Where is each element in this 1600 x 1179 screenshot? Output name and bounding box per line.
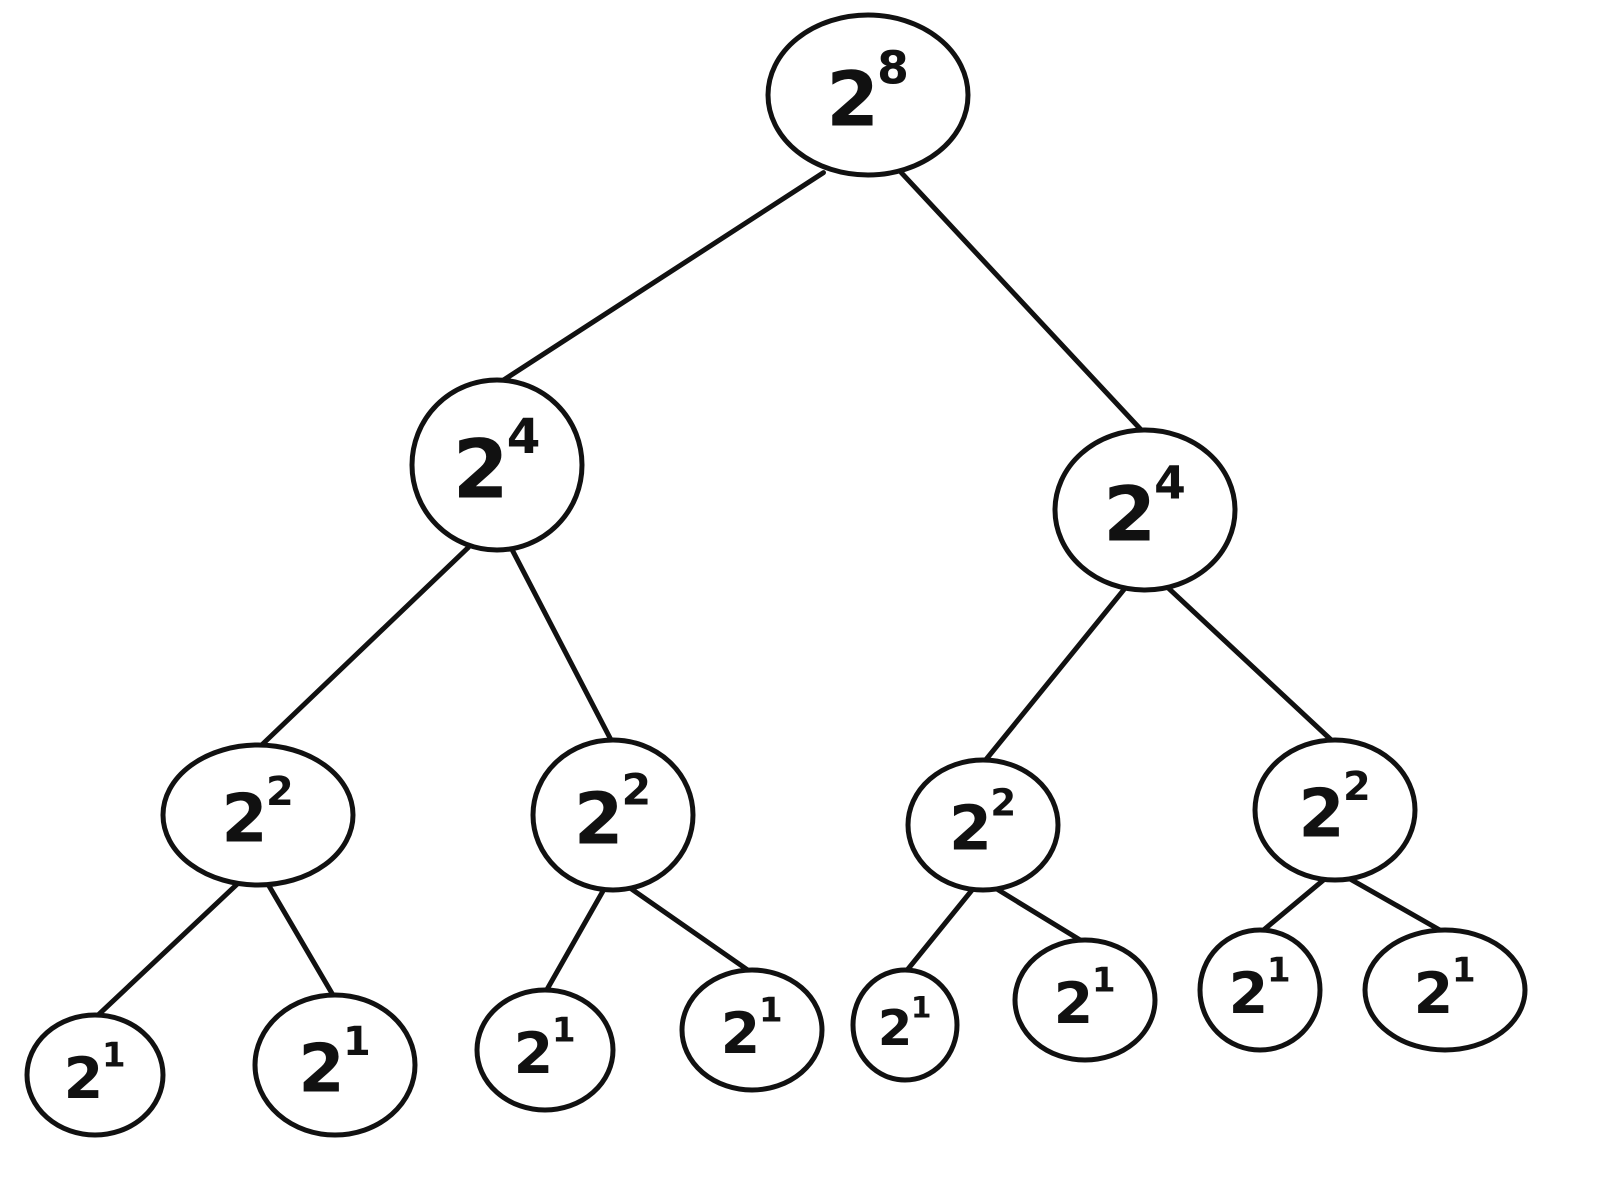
node-base: 2 (298, 1030, 344, 1108)
tree-node-level-1: 24 (409, 377, 585, 553)
node-circle (905, 757, 1061, 893)
node-base: 2 (1054, 971, 1094, 1037)
node-exponent: 1 (1267, 950, 1291, 990)
edge-n2-n6 (1165, 585, 1338, 746)
tree-node-level-2: 22 (160, 742, 356, 888)
node-base: 2 (826, 54, 879, 143)
node-circle (679, 967, 825, 1093)
node-exponent: 1 (1092, 960, 1116, 1000)
edge-n2-n5 (980, 585, 1129, 766)
node-circle (474, 987, 616, 1113)
edge-n0-n2 (898, 170, 1148, 437)
tree-node-level-3: 21 (1362, 927, 1528, 1053)
node-exponent: 2 (990, 782, 1016, 825)
node-base: 2 (721, 1001, 761, 1067)
tree-node-level-1: 24 (1052, 427, 1238, 593)
tree-node-level-3: 21 (1197, 927, 1323, 1053)
node-circle (1197, 927, 1323, 1053)
edge-n0-n1 (494, 170, 826, 387)
node-base: 2 (949, 793, 992, 865)
node-base: 2 (514, 1021, 554, 1087)
node-base: 2 (1414, 961, 1454, 1027)
tree-node-level-3: 21 (474, 987, 616, 1113)
node-exponent: 4 (1154, 457, 1186, 510)
node-exponent: 1 (759, 990, 783, 1030)
edges (92, 170, 1448, 1021)
node-circle (1362, 927, 1528, 1053)
edge-n3-n7 (92, 880, 241, 1021)
node-circle (160, 742, 356, 888)
node-exponent: 2 (266, 769, 294, 815)
node-circle (1012, 937, 1158, 1063)
node-base: 2 (1229, 961, 1269, 1027)
edge-n5-n11 (902, 885, 977, 976)
node-exponent: 1 (1452, 950, 1476, 990)
node-exponent: 2 (622, 765, 652, 815)
node-base: 2 (1298, 775, 1344, 853)
node-base: 2 (574, 778, 624, 861)
node-circle (1052, 427, 1238, 593)
node-circle (530, 737, 696, 893)
node-exponent: 1 (102, 1035, 126, 1075)
tree-node-level-3: 21 (252, 992, 418, 1138)
node-exponent: 4 (507, 409, 541, 465)
node-base: 2 (221, 780, 267, 858)
node-exponent: 1 (343, 1019, 371, 1065)
edge-n6-n13 (1257, 875, 1329, 936)
tree-node-level-2: 22 (1252, 737, 1418, 883)
node-circle (409, 377, 585, 553)
edge-n1-n4 (508, 544, 616, 747)
node-exponent: 8 (877, 42, 909, 95)
tree-node-level-2: 22 (905, 757, 1061, 893)
tree-node-level-3: 21 (679, 967, 825, 1093)
node-circle (24, 1012, 166, 1138)
node-exponent: 1 (552, 1010, 576, 1050)
tree-node-level-2: 22 (530, 737, 696, 893)
node-circle (252, 992, 418, 1138)
node-exponent: 1 (911, 990, 932, 1025)
node-circle (1252, 737, 1418, 883)
tree-node-level-3: 21 (1012, 937, 1158, 1063)
tree-node-level-0: 28 (765, 12, 971, 178)
node-circle (850, 967, 960, 1083)
edge-n4-n10 (627, 885, 755, 976)
edge-n5-n12 (992, 885, 1088, 946)
node-base: 2 (453, 423, 509, 517)
edge-n3-n8 (264, 880, 338, 1001)
node-exponent: 2 (1343, 764, 1371, 810)
node-base: 2 (64, 1046, 104, 1112)
edge-n6-n14 (1345, 875, 1448, 936)
node-circle (765, 12, 971, 178)
tree-node-level-3: 21 (850, 967, 960, 1083)
tree-node-level-3: 21 (24, 1012, 166, 1138)
edge-n1-n3 (255, 544, 471, 751)
node-base: 2 (1103, 469, 1156, 558)
edge-n4-n9 (542, 885, 608, 996)
node-base: 2 (878, 999, 912, 1057)
